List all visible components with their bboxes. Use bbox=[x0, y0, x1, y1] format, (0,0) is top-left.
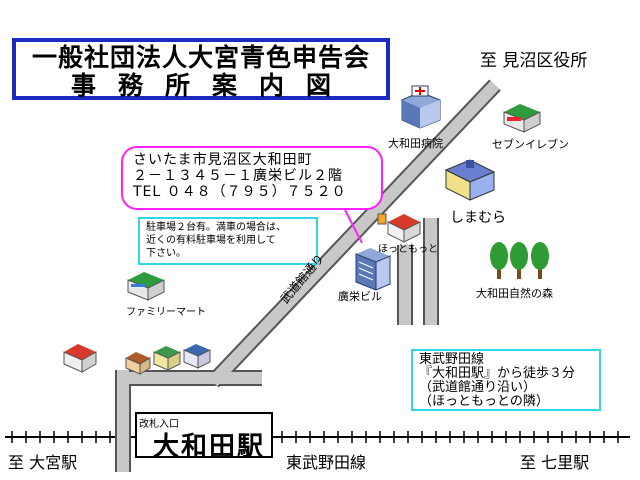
koei-building-icon bbox=[355, 248, 391, 291]
label-hotto-motto: ほっともっと bbox=[378, 244, 438, 255]
station-name: 大和田駅 bbox=[153, 432, 266, 462]
station-entrance-label: 改札入口 bbox=[139, 419, 179, 430]
forest-icon bbox=[490, 242, 549, 279]
access-note: 東武野田線 『大和田駅』から徒歩３分 （武道館通り沿い） （ほっともっとの隣） bbox=[411, 349, 601, 411]
address-callout: さいたま市見沼区大和田町 ２－１３４５－１廣栄ビル２階 TEL ０４８（７９５）… bbox=[121, 146, 383, 210]
access-line-2: 『大和田駅』から徒歩３分 bbox=[419, 366, 576, 381]
railway-track bbox=[5, 431, 630, 443]
label-forest: 大和田自然の森 bbox=[476, 287, 553, 300]
address-line-2: ２－１３４５－１廣栄ビル２階 bbox=[133, 168, 343, 184]
parking-note-line-1: 駐車場２台有。満車の場合は、 bbox=[146, 222, 286, 233]
phone-number: TEL ０４８（７９５）７５２０ bbox=[133, 184, 347, 200]
hospital-icon bbox=[401, 85, 441, 129]
houses-icon bbox=[63, 344, 211, 375]
rail-line-label: 東武野田線 bbox=[286, 453, 367, 472]
station-box: 改札入口 大和田駅 bbox=[135, 412, 273, 462]
callout-pointer bbox=[344, 209, 363, 244]
direction-top-right: 至 見沼区役所 bbox=[480, 51, 588, 71]
road-network bbox=[115, 79, 501, 472]
parking-note: 駐車場２台有。満車の場合は、 近くの有料駐車場を利用して 下さい。 bbox=[138, 217, 318, 265]
access-line-1: 東武野田線 bbox=[419, 352, 485, 367]
title-line-1: 一般社団法人大宮青色申告会 bbox=[31, 43, 370, 72]
direction-bottom-right: 至 七里駅 bbox=[520, 453, 590, 472]
title-box: 一般社団法人大宮青色申告会 事務所案内図 bbox=[12, 38, 390, 100]
label-shimamura: しまむら bbox=[450, 210, 506, 226]
label-seven-eleven: セブンイレブン bbox=[492, 138, 569, 151]
title-line-2: 事務所案内図 bbox=[70, 71, 353, 100]
label-koei-building: 廣栄ビル bbox=[338, 290, 382, 303]
hotto-motto-icon bbox=[377, 213, 421, 243]
label-hospital: 大和田病院 bbox=[388, 137, 443, 150]
shimamura-store-icon bbox=[444, 159, 496, 201]
label-family-mart: ファミリーマート bbox=[126, 307, 206, 318]
direction-bottom-left: 至 大宮駅 bbox=[8, 453, 78, 472]
family-mart-icon bbox=[127, 272, 165, 301]
parking-note-line-3: 下さい。 bbox=[146, 248, 186, 259]
parking-note-line-2: 近くの有料駐車場を利用して bbox=[146, 235, 276, 246]
access-line-4: （ほっともっとの隣） bbox=[419, 394, 549, 409]
address-line-1: さいたま市見沼区大和田町 bbox=[133, 152, 313, 168]
access-line-3: （武道館通り沿い） bbox=[419, 380, 537, 395]
convenience-store-icon bbox=[503, 104, 541, 133]
